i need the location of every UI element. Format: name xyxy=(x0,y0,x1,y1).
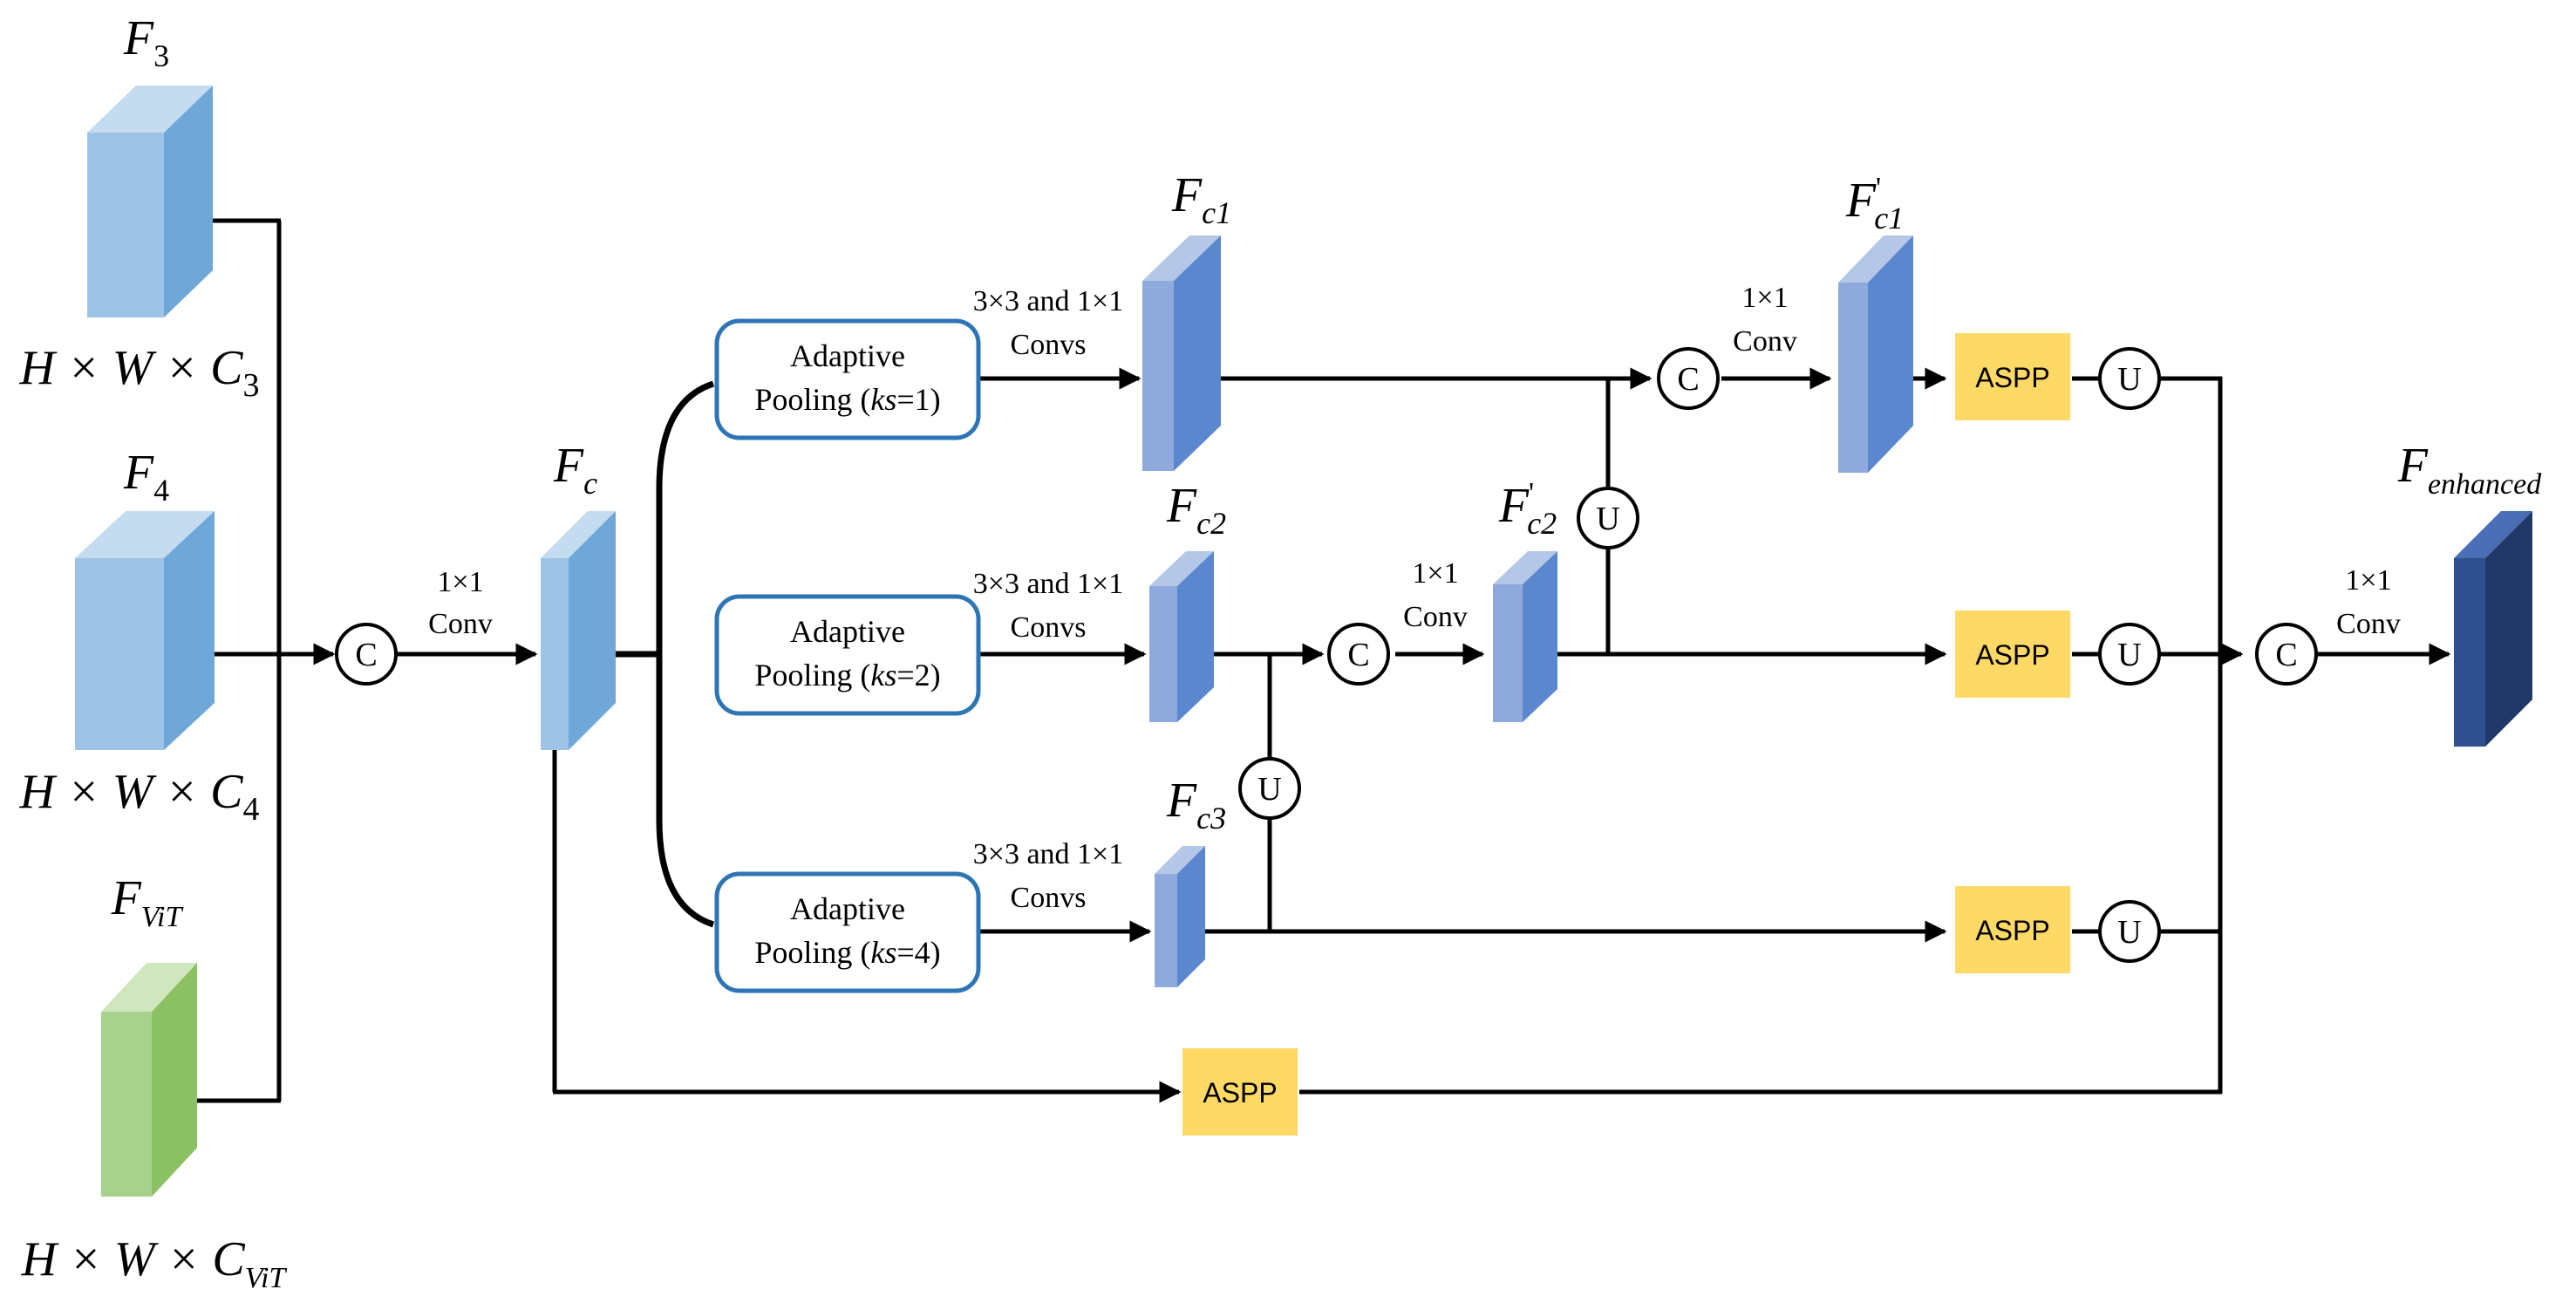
svg-text:C: C xyxy=(1677,361,1699,398)
svg-text:C: C xyxy=(355,637,377,673)
upsample-node-out1: U xyxy=(2098,347,2161,410)
svg-text:1×1: 1×1 xyxy=(1741,282,1788,314)
connections xyxy=(152,218,2451,1103)
svg-text:1×1: 1×1 xyxy=(1412,557,1458,590)
pooling-box-2: Adaptive Pooling (ks=2) xyxy=(714,594,981,716)
pooling-3-line2: Pooling (ks=4) xyxy=(754,935,940,970)
pooling-2-line2: Pooling (ks=2) xyxy=(754,658,940,692)
svg-text:U: U xyxy=(1596,501,1619,537)
svg-text:ASPP: ASPP xyxy=(1975,639,2049,671)
fenhanced-label: Fenhanced xyxy=(2397,439,2542,501)
fvit-block xyxy=(101,963,197,1197)
pooling-2-line1: Adaptive xyxy=(790,614,905,649)
pooling-3-line1: Adaptive xyxy=(790,891,905,926)
fc2-block xyxy=(1149,551,1214,722)
fvit-label: FViT xyxy=(111,871,184,933)
fenhanced-block xyxy=(2454,511,2532,747)
conv-label-branch1: 1×1 Conv xyxy=(1733,282,1797,358)
svg-text:3×3 and 1×1: 3×3 and 1×1 xyxy=(973,568,1123,600)
concat-node-branch1: C xyxy=(1657,347,1720,410)
fc1-block xyxy=(1142,235,1221,471)
convs-label-branch3: 3×3 and 1×1 Convs xyxy=(973,838,1123,914)
fc1-prime-label: F'c1 xyxy=(1845,172,1904,235)
svg-text:Conv: Conv xyxy=(1733,325,1797,358)
svg-text:U: U xyxy=(2117,361,2141,398)
conv-label-output: 1×1 Conv xyxy=(2336,564,2401,640)
svg-text:Conv: Conv xyxy=(1403,601,1468,633)
svg-text:U: U xyxy=(2117,637,2141,673)
fvit-shape: H × W × CViT xyxy=(21,1232,288,1294)
svg-text:Convs: Convs xyxy=(1011,882,1087,914)
pooling-1-line2: Pooling (ks=1) xyxy=(754,382,940,417)
aspp-global: ASPP xyxy=(1182,1048,1298,1136)
svg-text:U: U xyxy=(1257,771,1281,808)
upsample-node-23: U xyxy=(1238,757,1301,820)
f4-shape: H × W × C4 xyxy=(18,765,259,828)
fc1-label: Fc1 xyxy=(1171,168,1231,230)
f3-block xyxy=(87,85,213,317)
svg-text:1×1: 1×1 xyxy=(437,566,483,598)
svg-text:Convs: Convs xyxy=(1011,611,1087,644)
fc-block xyxy=(541,511,616,750)
pooling-box-3: Adaptive Pooling (ks=4) xyxy=(714,871,981,993)
svg-text:Conv: Conv xyxy=(2336,608,2401,640)
convs-label-branch1: 3×3 and 1×1 Convs xyxy=(973,285,1123,361)
svg-text:ASPP: ASPP xyxy=(1975,915,2049,946)
conv-label-branch2: 1×1 Conv xyxy=(1403,557,1468,633)
upsample-node-out3: U xyxy=(2098,900,2161,963)
fc1-prime-block xyxy=(1838,235,1913,473)
svg-text:Convs: Convs xyxy=(1011,329,1087,361)
conv-label-input: 1×1 Conv xyxy=(428,566,493,640)
fc3-label: Fc3 xyxy=(1166,774,1226,836)
svg-text:ASPP: ASPP xyxy=(1203,1077,1277,1109)
svg-text:C: C xyxy=(2275,637,2297,673)
svg-text:3×3 and 1×1: 3×3 and 1×1 xyxy=(973,838,1123,870)
f3-shape: H × W × C3 xyxy=(18,341,259,404)
aspp-branch-2: ASPP xyxy=(1955,611,2070,698)
fc2-prime-label: F'c2 xyxy=(1498,477,1557,541)
pooling-1-line1: Adaptive xyxy=(790,338,905,373)
svg-text:Conv: Conv xyxy=(428,608,493,640)
concat-node-output: C xyxy=(2255,623,2318,686)
f4-label: F4 xyxy=(123,446,169,508)
aspp-branch-1: ASPP xyxy=(1955,333,2070,420)
fc-label: Fc xyxy=(553,439,597,501)
svg-text:C: C xyxy=(1347,637,1369,673)
fc3-block xyxy=(1155,846,1205,987)
concat-node-branch2: C xyxy=(1327,623,1390,686)
fc2-label: Fc2 xyxy=(1166,479,1226,541)
f4-block xyxy=(75,511,215,750)
f3-label: F3 xyxy=(123,11,169,73)
upsample-node-12: U xyxy=(1577,487,1639,549)
upsample-node-out2: U xyxy=(2098,623,2161,686)
convs-label-branch2: 3×3 and 1×1 Convs xyxy=(973,568,1123,644)
svg-text:ASPP: ASPP xyxy=(1975,362,2049,393)
svg-text:1×1: 1×1 xyxy=(2345,564,2391,597)
svg-text:U: U xyxy=(2117,914,2141,951)
svg-text:3×3 and 1×1: 3×3 and 1×1 xyxy=(973,285,1123,317)
pooling-box-1: Adaptive Pooling (ks=1) xyxy=(714,318,981,440)
aspp-branch-3: ASPP xyxy=(1955,886,2070,973)
concat-node-input: C xyxy=(335,623,398,686)
fc2-prime-block xyxy=(1493,551,1557,722)
